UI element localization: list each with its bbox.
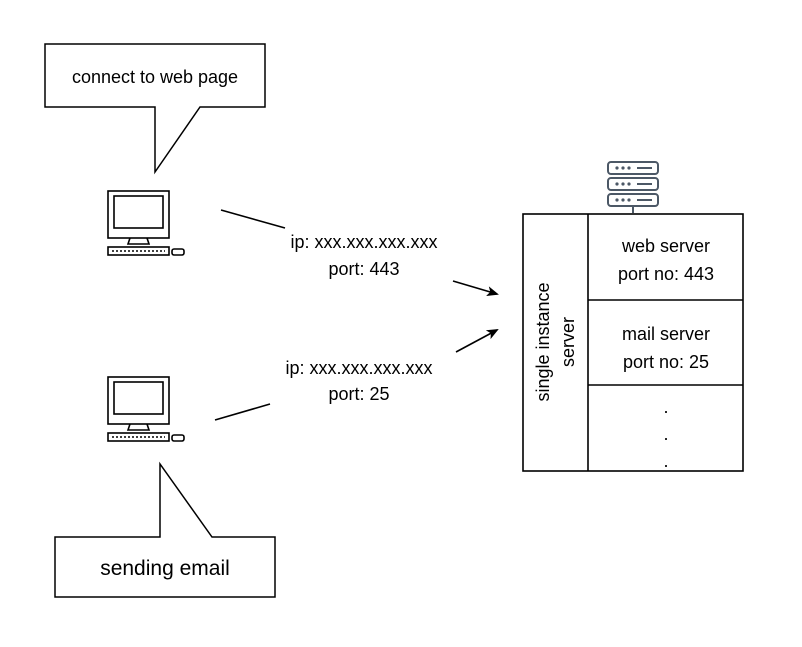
ellipsis-dot: .: [663, 451, 668, 471]
callout-top-text: connect to web page: [72, 67, 238, 87]
connection-web-ip: ip: xxx.xxx.xxx.xxx: [290, 232, 437, 252]
slot-web-server-port: port no: 443: [618, 264, 714, 284]
server-rack-icon: [607, 161, 659, 213]
server-side-label-line2: server: [558, 317, 578, 367]
ellipsis-dot: .: [663, 424, 668, 444]
connection-web-port: port: 443: [328, 259, 399, 279]
slot-web-server-name: web server: [621, 236, 710, 256]
desktop-computer-icon: [107, 190, 185, 256]
connection-mail-port: port: 25: [328, 384, 389, 404]
connection-mail: ip: xxx.xxx.xxx.xxx port: 25: [214, 329, 499, 421]
ellipsis-dot: .: [663, 397, 668, 417]
connection-mail-ip: ip: xxx.xxx.xxx.xxx: [285, 358, 432, 378]
server-side-label-line1: single instance: [533, 282, 553, 401]
callout-connect-web-page: connect to web page: [44, 43, 266, 175]
server-box: single instance server web server port n…: [522, 213, 744, 472]
callout-bottom-text: sending email: [100, 557, 230, 580]
callout-sending-email: sending email: [54, 461, 276, 598]
slot-mail-server-name: mail server: [622, 324, 710, 344]
server-side-label: single instance server: [533, 282, 578, 401]
desktop-computer-icon: [107, 376, 185, 442]
connection-web: ip: xxx.xxx.xxx.xxx port: 443: [220, 209, 499, 296]
slot-mail-server-port: port no: 25: [623, 352, 709, 372]
